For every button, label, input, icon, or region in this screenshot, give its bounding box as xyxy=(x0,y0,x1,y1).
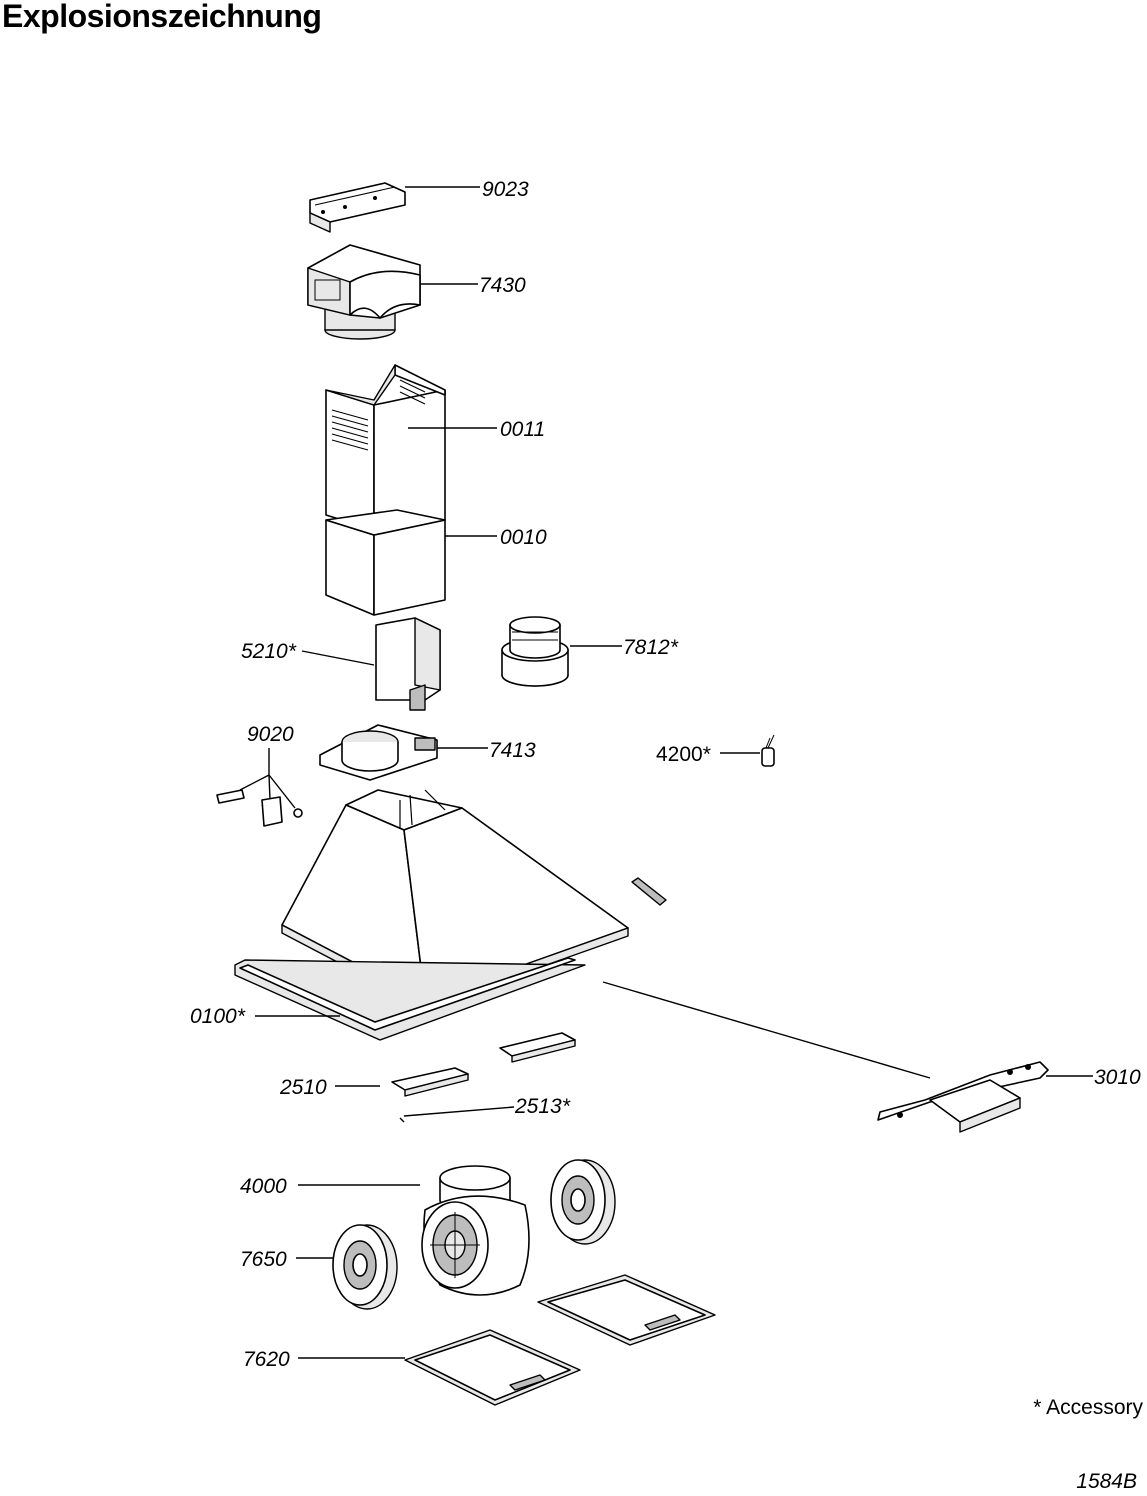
leader-5210 xyxy=(301,650,375,666)
label-7812: 7812* xyxy=(623,636,679,659)
part-4200-lamp xyxy=(761,734,775,767)
part-4000-motor xyxy=(421,1165,530,1296)
part-7650-carbon-filter xyxy=(332,1159,616,1310)
part-7430-air-outlet xyxy=(307,244,421,340)
label-9020: 9020 xyxy=(247,723,294,746)
label-0011: 0011 xyxy=(500,418,545,441)
label-7413: 7413 xyxy=(489,739,536,762)
label-4000: 4000 xyxy=(240,1175,287,1198)
part-2513-screw xyxy=(399,1117,405,1123)
label-3010: 3010 xyxy=(1094,1066,1141,1089)
part-7812-reducer xyxy=(501,616,569,687)
part-5210-deflector xyxy=(375,617,441,711)
leader-9020 xyxy=(239,748,296,809)
part-9023-bracket xyxy=(309,182,406,233)
label-7650: 7650 xyxy=(240,1248,287,1271)
label-0010: 0010 xyxy=(500,526,547,549)
part-3010-control-panel xyxy=(877,1061,1049,1133)
part-2510-lamp-cover xyxy=(391,1032,576,1097)
label-0100: 0100* xyxy=(190,1005,246,1028)
part-7413-air-guide xyxy=(319,724,438,781)
label-9023: 9023 xyxy=(482,178,529,201)
part-0011-upper-chimney xyxy=(325,364,446,531)
part-0010-lower-chimney xyxy=(325,509,446,616)
part-9020-fixing-set xyxy=(216,789,303,827)
document-number: 1584B xyxy=(1076,1470,1137,1493)
label-2510: 2510 xyxy=(279,1076,327,1099)
label-4200: 4200* xyxy=(656,743,711,766)
label-7430: 7430 xyxy=(479,274,526,297)
page-title: Explosionszeichnung xyxy=(2,0,322,34)
part-7620-grease-filter xyxy=(404,1274,716,1406)
label-2513: 2513* xyxy=(514,1095,571,1118)
label-7620: 7620 xyxy=(243,1348,290,1371)
part-0100-seal xyxy=(234,957,586,1041)
leader-2513 xyxy=(403,1106,515,1117)
leader-3010-hood xyxy=(602,981,931,1079)
accessory-note: * Accessory xyxy=(1033,1396,1143,1419)
label-5210: 5210* xyxy=(241,640,297,663)
